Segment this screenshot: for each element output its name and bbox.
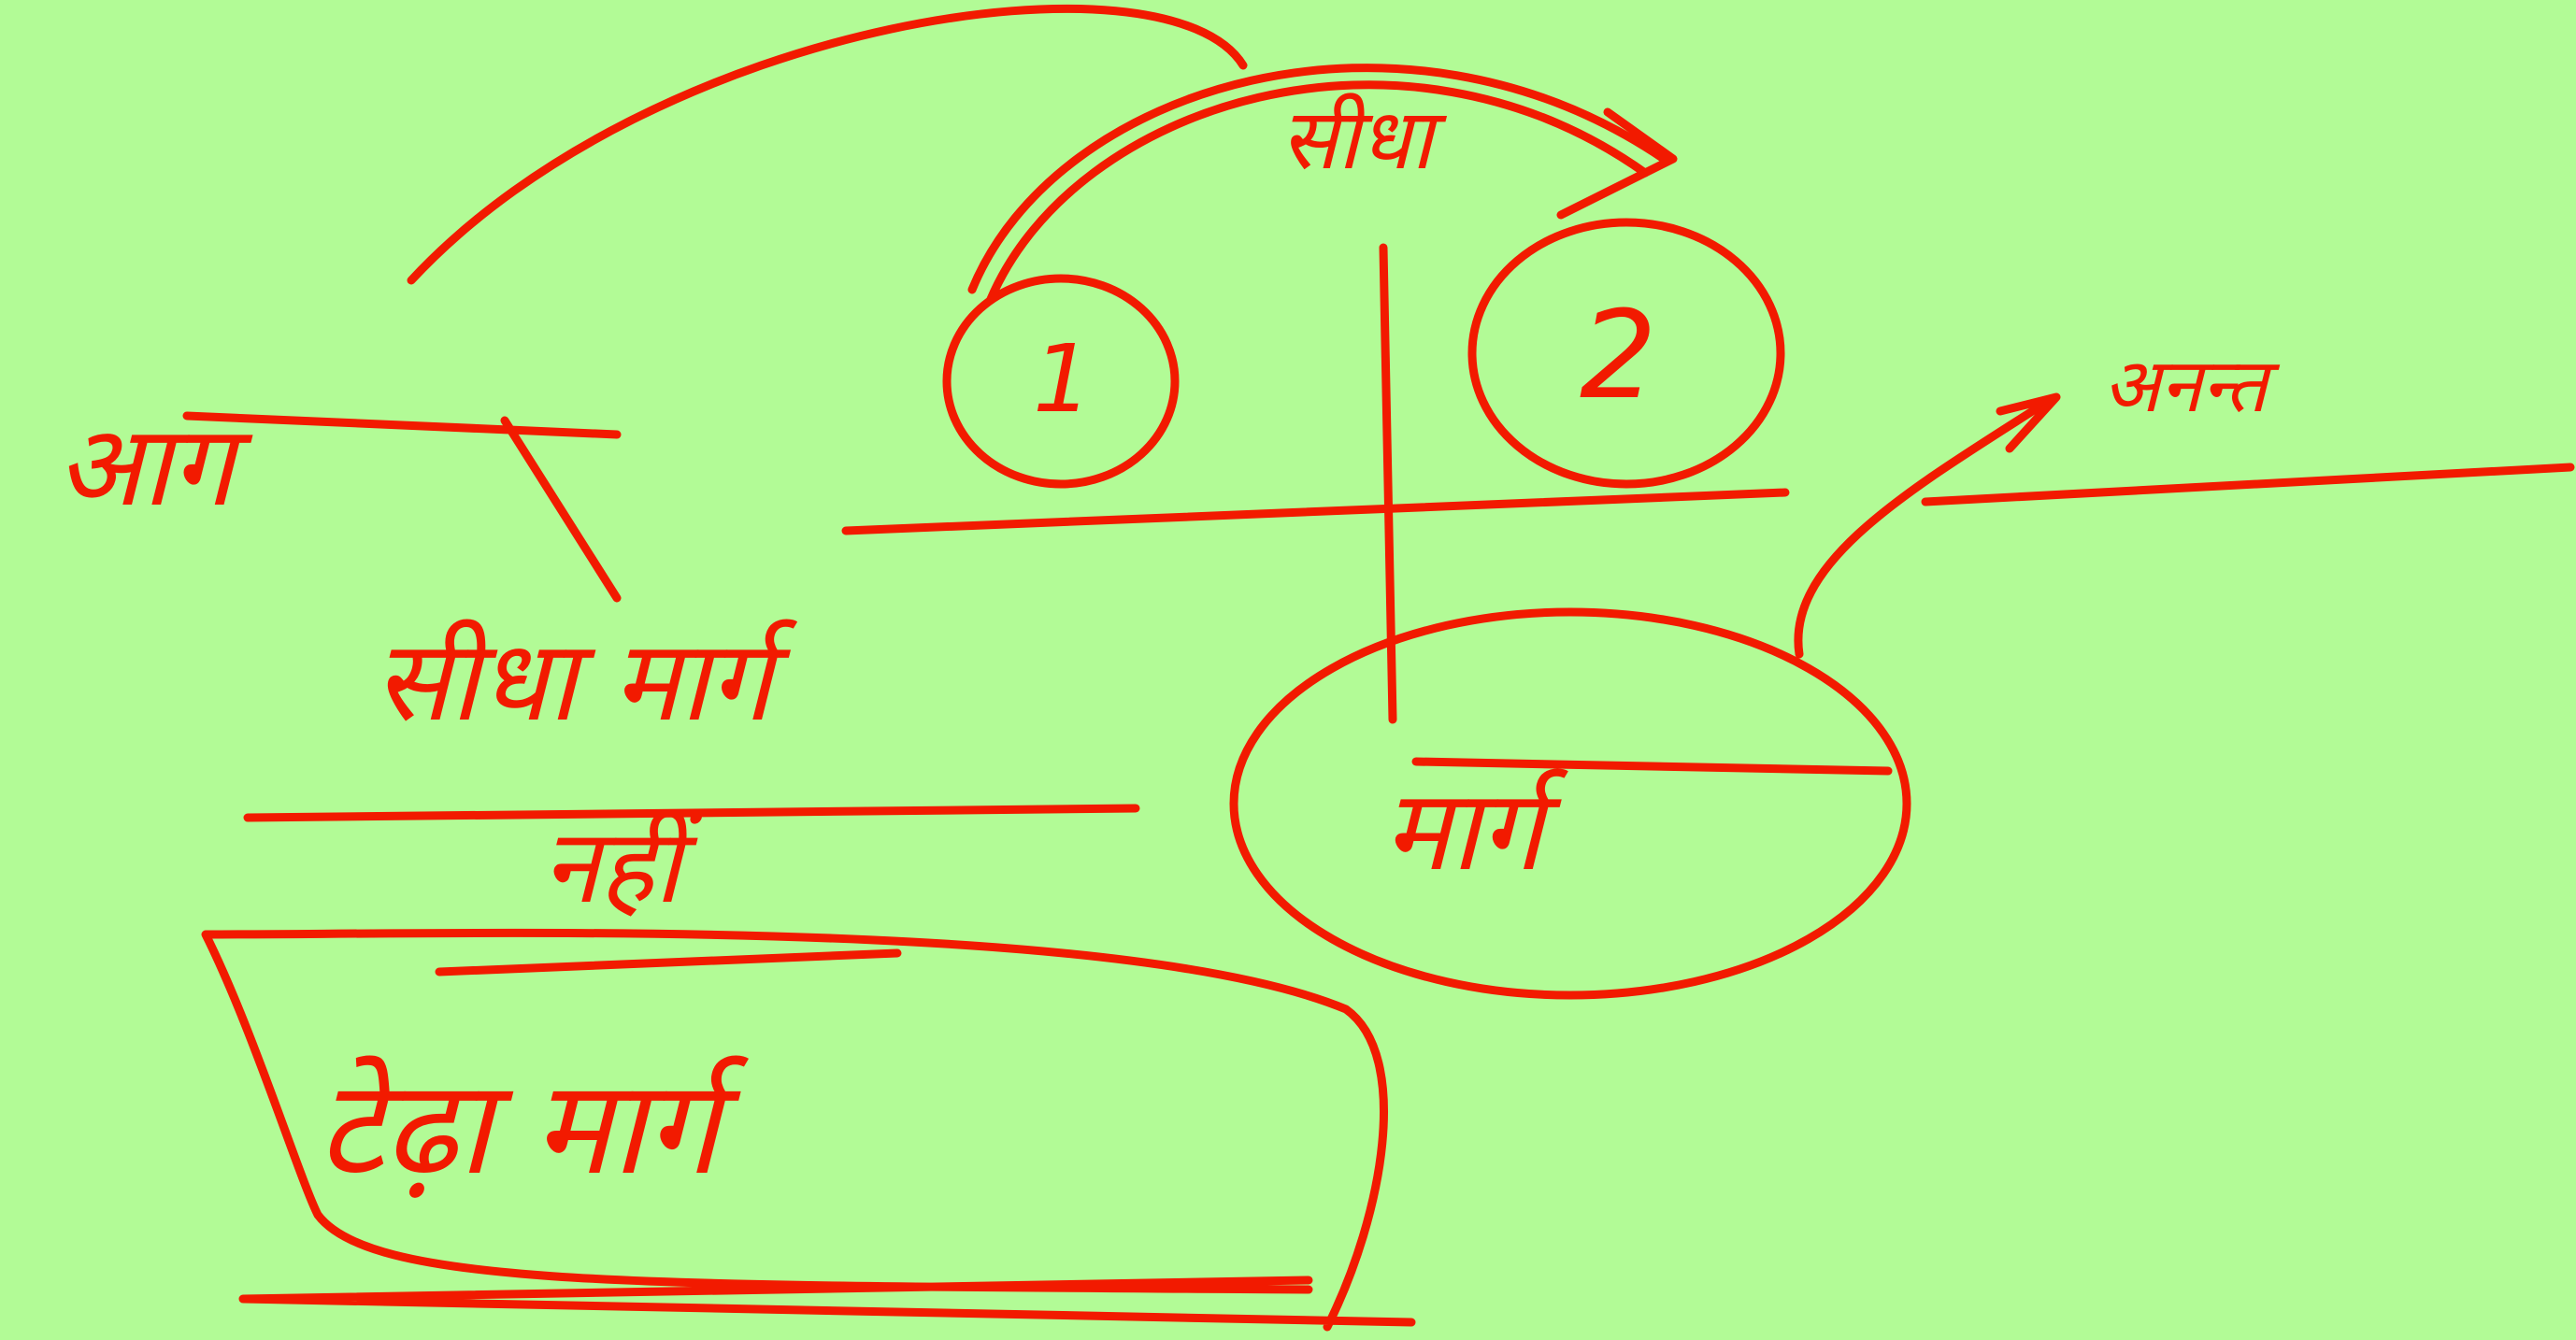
right-arrow-label: अनन्त [2103, 342, 2281, 429]
left-word-top: आग [56, 402, 253, 532]
right-arrow [1794, 397, 2052, 659]
oval-text-underline [1411, 757, 1893, 776]
right-arrow-head [1996, 392, 2061, 453]
circle-two [1467, 218, 1785, 489]
left-top-underline [182, 411, 622, 439]
double-arc-2 [986, 80, 1650, 304]
boxed-text: टेढ़ा मार्ग [318, 1052, 750, 1205]
large-arc-arrow [407, 4, 1248, 285]
bottom-oval [1229, 607, 1911, 1000]
left-nahin-underline [435, 948, 902, 976]
left-diagonal-stroke [500, 416, 622, 603]
left-word-no: नहीं [542, 806, 702, 926]
circle-two-number: 2 [1580, 284, 1657, 426]
vertical-divider [1379, 243, 1397, 724]
double-arc-1 [967, 64, 1668, 294]
right-long-line [1921, 463, 2575, 506]
bottom-left-box [201, 928, 1416, 1332]
circle-one [942, 274, 1180, 489]
oval-text: मार्ग [1383, 766, 1568, 896]
left-line-text: सीधा मार्ग [374, 617, 798, 747]
left-middle-line [243, 804, 1140, 822]
circle-one-number: 1 [1033, 324, 1093, 434]
arrow-head-top [1556, 107, 1678, 220]
top-label: सीधा [1281, 91, 1447, 189]
horizontal-baseline [841, 488, 1790, 535]
